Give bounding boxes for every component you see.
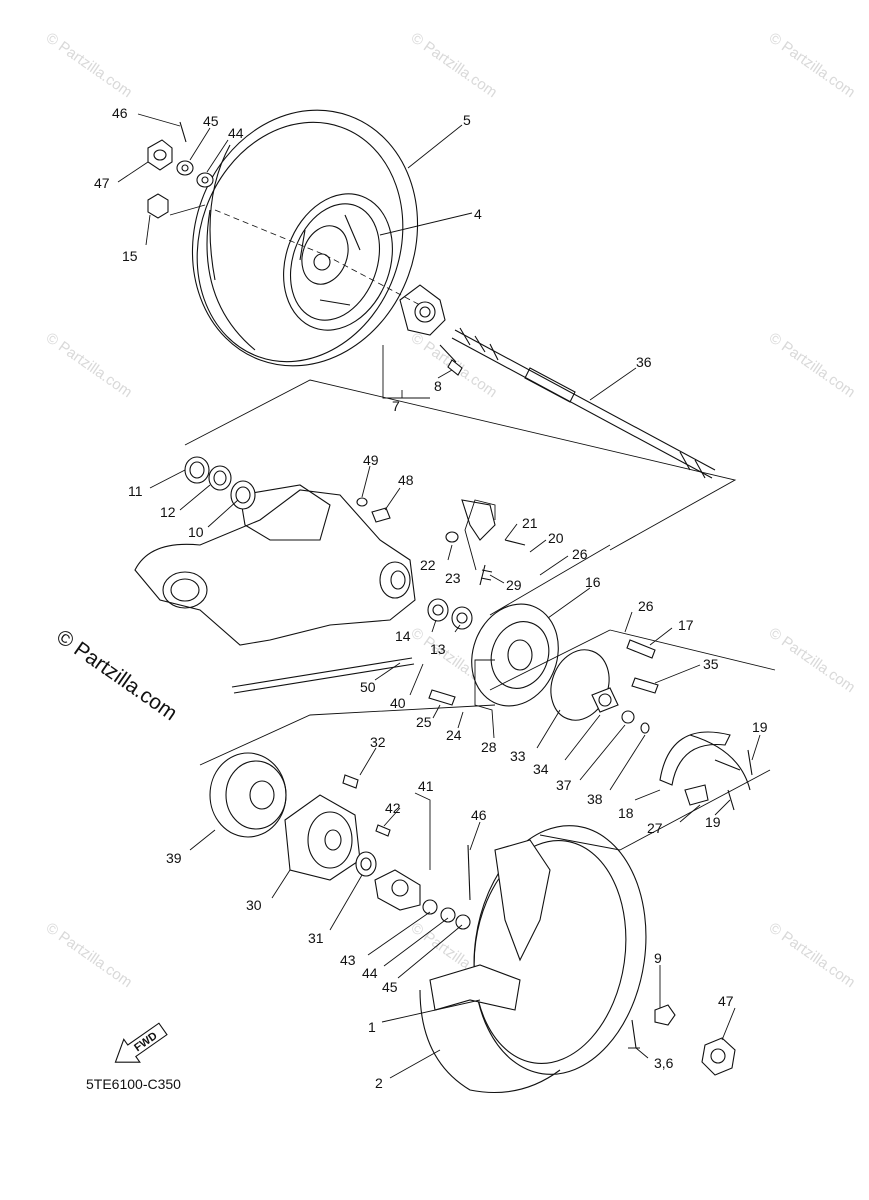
brand-watermark: © Partzilla.com bbox=[52, 625, 181, 725]
callout-24: 24 bbox=[446, 727, 462, 743]
callout-19: 19 bbox=[752, 719, 768, 735]
callout-47: 47 bbox=[94, 175, 110, 191]
callout-48: 48 bbox=[398, 472, 414, 488]
callout-47: 47 bbox=[718, 993, 734, 1009]
callout-14: 14 bbox=[395, 628, 411, 644]
callout-13: 13 bbox=[430, 641, 446, 657]
watermark: © Partzilla.com bbox=[766, 624, 859, 696]
lower-hub-assembly bbox=[209, 752, 736, 1093]
callout-16: 16 bbox=[585, 574, 601, 590]
callout-45: 45 bbox=[203, 113, 219, 129]
swingarm-assembly bbox=[134, 456, 753, 811]
callout-18: 18 bbox=[618, 805, 634, 821]
callout-26: 26 bbox=[572, 546, 588, 562]
callout-41: 41 bbox=[418, 778, 434, 794]
callout-32: 32 bbox=[370, 734, 386, 750]
callout-29: 29 bbox=[506, 577, 522, 593]
watermark: © Partzilla.com bbox=[43, 329, 136, 401]
callout-31: 31 bbox=[308, 930, 324, 946]
rear-axle bbox=[451, 327, 716, 479]
callout-33: 33 bbox=[510, 748, 526, 764]
callout-46: 46 bbox=[471, 807, 487, 823]
callout-26: 26 bbox=[638, 598, 654, 614]
watermark: © Partzilla.com bbox=[408, 29, 501, 101]
watermark: © Partzilla.com bbox=[766, 329, 859, 401]
callout-19: 19 bbox=[705, 814, 721, 830]
callout-21: 21 bbox=[522, 515, 538, 531]
callout-34: 34 bbox=[533, 761, 549, 777]
callout-28: 28 bbox=[481, 739, 497, 755]
callout-42: 42 bbox=[385, 800, 401, 816]
callout-labels: 46 45 44 5 47 15 4 36 8 7 49 48 11 12 10… bbox=[94, 105, 768, 1091]
callout-25: 25 bbox=[416, 714, 432, 730]
callout-4: 4 bbox=[474, 206, 482, 222]
callout-8: 8 bbox=[434, 378, 442, 394]
callout-39: 39 bbox=[166, 850, 182, 866]
callout-23: 23 bbox=[445, 570, 461, 586]
callout-20: 20 bbox=[548, 530, 564, 546]
callout-49: 49 bbox=[363, 452, 379, 468]
callout-3-6: 3,6 bbox=[654, 1055, 674, 1071]
callout-27: 27 bbox=[647, 820, 663, 836]
callout-35: 35 bbox=[703, 656, 719, 672]
leader-lines bbox=[117, 113, 761, 1079]
callout-43: 43 bbox=[340, 952, 356, 968]
callout-50: 50 bbox=[360, 679, 376, 695]
callout-10: 10 bbox=[188, 524, 204, 540]
callout-30: 30 bbox=[246, 897, 262, 913]
watermark: © Partzilla.com bbox=[766, 919, 859, 991]
callout-46: 46 bbox=[112, 105, 128, 121]
callout-12: 12 bbox=[160, 504, 176, 520]
watermark: © Partzilla.com bbox=[43, 29, 136, 101]
callout-11: 11 bbox=[128, 483, 143, 499]
callout-15: 15 bbox=[122, 248, 138, 264]
callout-44: 44 bbox=[362, 965, 378, 981]
group-frames bbox=[184, 379, 776, 851]
callout-36: 36 bbox=[636, 354, 652, 370]
callout-38: 38 bbox=[587, 791, 603, 807]
watermark: © Partzilla.com bbox=[766, 29, 859, 101]
callout-22: 22 bbox=[420, 557, 436, 573]
diagram-code: 5TE6100-C350 bbox=[86, 1076, 181, 1092]
callout-37: 37 bbox=[556, 777, 572, 793]
callout-1: 1 bbox=[368, 1019, 376, 1035]
watermark: © Partzilla.com bbox=[43, 919, 136, 991]
callout-9: 9 bbox=[654, 950, 662, 966]
callout-5: 5 bbox=[463, 112, 471, 128]
callout-40: 40 bbox=[390, 695, 406, 711]
callout-17: 17 bbox=[678, 617, 694, 633]
callout-45: 45 bbox=[382, 979, 398, 995]
upper-wheel-assembly bbox=[147, 109, 463, 376]
callout-7: 7 bbox=[392, 398, 400, 414]
callout-2: 2 bbox=[375, 1075, 383, 1091]
fwd-arrow-icon: FWD bbox=[114, 1022, 168, 1063]
callout-44: 44 bbox=[228, 125, 244, 141]
